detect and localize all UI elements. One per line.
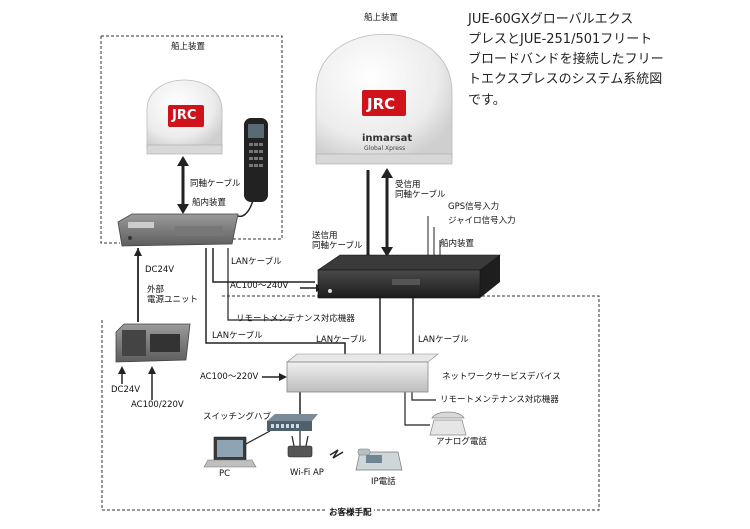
description-line: JUE-60GXグローバルエクス xyxy=(468,12,634,27)
inboard-right-label: 船内装置 xyxy=(440,239,475,249)
switching-hub-label: スイッチングハブ xyxy=(203,412,272,422)
left-ship-equipment-label: 船上装置 xyxy=(171,42,206,52)
left-antenna-dome xyxy=(146,79,223,155)
description-line: です。 xyxy=(468,92,506,108)
dc24v-bottom-label: DC24V xyxy=(111,385,141,395)
analog-phone xyxy=(429,411,467,436)
ac-middle-label: AC100～220V xyxy=(200,372,259,382)
customer-supplied-label: お客様手配 xyxy=(327,508,374,519)
analog-phone-label: アナログ電話 xyxy=(436,437,487,447)
pc-laptop xyxy=(203,436,257,468)
lan-cable-label-1: LANケーブル xyxy=(231,257,282,267)
left-equipment-boundary xyxy=(100,35,283,244)
jrc-logo-left xyxy=(168,105,204,127)
external-psu-label-2: 電源ユニット xyxy=(147,295,199,305)
right-inboard-unit xyxy=(317,254,501,299)
ip-phone-label: IP電話 xyxy=(371,477,396,487)
remote-maintenance-label-2: リモートメンテナンス対応機器 xyxy=(440,395,559,405)
switching-hub xyxy=(267,414,318,431)
description-line: トエクスプレスのシステム系統図 xyxy=(468,72,663,88)
external-power-unit xyxy=(115,323,191,363)
right-antenna-dome xyxy=(315,33,453,165)
receive-coax-label-1: 受信用 xyxy=(395,180,421,190)
coax-cable-left-label: 同軸ケーブル xyxy=(190,179,241,189)
inmarsat-logo: inmarsat xyxy=(362,133,413,144)
wifi-ap-label: Wi-Fi AP xyxy=(290,468,324,478)
lan-cable-label-3: LANケーブル xyxy=(316,335,367,345)
network-service-device xyxy=(286,353,439,393)
gyro-input-label: ジャイロ信号入力 xyxy=(448,216,516,226)
wifi-access-point xyxy=(287,435,313,458)
inboard-left-label: 船内装置 xyxy=(192,198,227,208)
remote-maintenance-label-1: リモートメンテナンス対応機器 xyxy=(236,314,355,324)
ac-top-label: AC100～240V xyxy=(230,281,289,291)
lan-cable-label-2: LANケーブル xyxy=(212,331,263,341)
handset xyxy=(244,118,268,202)
right-ship-equipment-label: 船上装置 xyxy=(364,13,399,23)
cables xyxy=(118,156,441,459)
lan-cable-label-4: LANケーブル xyxy=(418,335,469,345)
network-service-device-label: ネットワークサービスデバイス xyxy=(442,372,561,382)
jrc-logo-right xyxy=(362,90,406,116)
ip-phone xyxy=(355,448,403,471)
global-xpress-logo: Global Xpress xyxy=(364,145,406,152)
ac-bottom-label: AC100/220V xyxy=(131,400,184,410)
jrc-logo-text-left: JRC xyxy=(172,108,197,123)
transmit-coax-label-1: 送信用 xyxy=(312,231,338,241)
gps-input-label: GPS信号入力 xyxy=(448,202,500,212)
description-line: ブロードバンドを接続したフリー xyxy=(468,52,664,68)
transmit-coax-label-2: 同軸ケーブル xyxy=(312,241,363,251)
external-psu-label-1: 外部 xyxy=(147,285,165,295)
jrc-logo-text-right: JRC xyxy=(367,95,396,113)
dc24v-top-label: DC24V xyxy=(145,265,175,275)
description-line: プレスとJUE-251/501フリート xyxy=(468,32,653,48)
pc-label: PC xyxy=(219,469,231,479)
diagram-description: JUE-60GXグローバルエクス プレスとJUE-251/501フリート ブロー… xyxy=(468,10,743,111)
receive-coax-label-2: 同軸ケーブル xyxy=(395,190,446,200)
left-inboard-unit xyxy=(117,213,239,247)
